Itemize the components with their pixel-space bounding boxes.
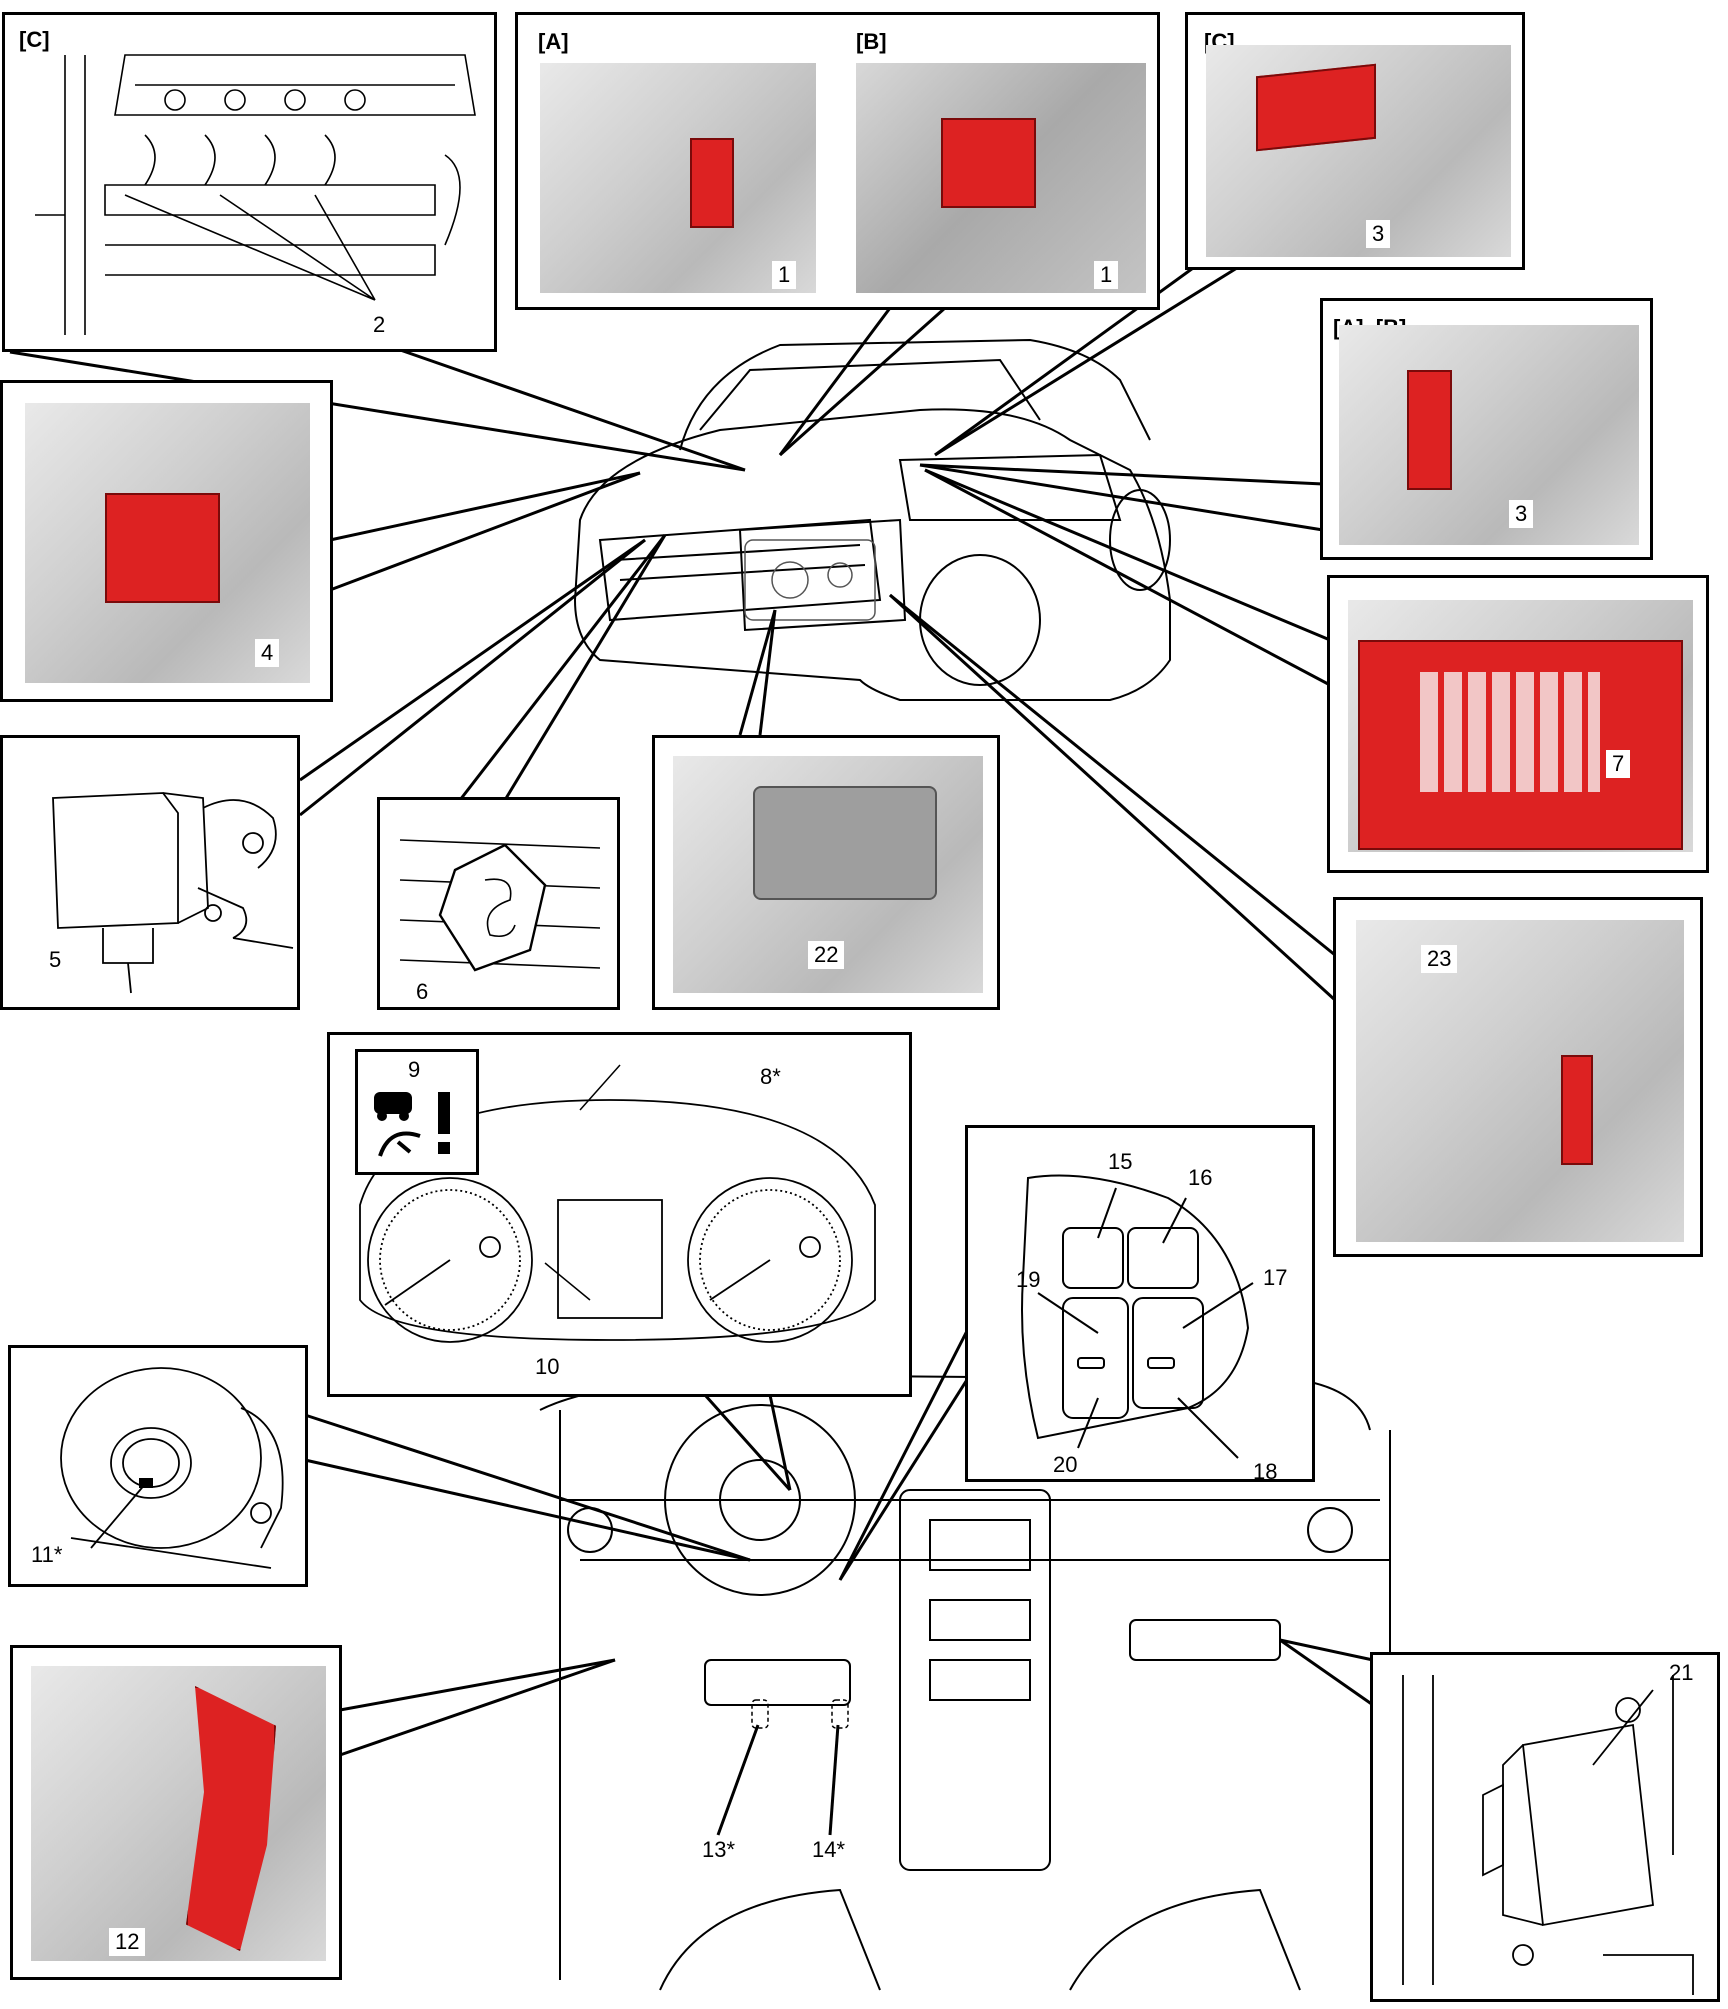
callout-1-a: 1: [772, 261, 797, 289]
photo-a: 1: [540, 63, 816, 293]
warning-lamp-inset: 9: [355, 1049, 479, 1175]
panel-hydraulic-unit-4: 4: [0, 380, 333, 702]
module-3-highlight-ab: [1407, 370, 1452, 490]
leader-lines: [9, 261, 1374, 1836]
panel-clock-spring-11: 11*: [8, 1345, 308, 1587]
panel-module-23: 23: [1333, 897, 1703, 1257]
photo-22: 22: [673, 756, 983, 993]
photo-b: 1: [856, 63, 1146, 293]
panel-meter-cluster: 9 8* 10: [327, 1032, 912, 1397]
module-12-highlight: [186, 1686, 276, 1951]
ecm-body: [753, 786, 937, 900]
panel-emblem-6: 6: [377, 797, 620, 1010]
panel-module-12: 12: [10, 1645, 342, 1980]
pedal-switches: [751, 1699, 849, 1729]
callout-3-ab: 3: [1509, 500, 1534, 528]
switch-line-art: [1021, 1174, 1254, 1459]
callout-16: 16: [1188, 1165, 1213, 1190]
meter-line-art: [359, 1064, 876, 1343]
callout-4: 4: [255, 639, 280, 667]
callout-22: 22: [808, 941, 845, 969]
panel-injectors: [C] 2: [2, 12, 497, 352]
emblem-line-art: [399, 839, 601, 972]
vehicle-exterior-outline: [573, 338, 1171, 701]
panel-module-21: 21: [1370, 1652, 1720, 2002]
callout-6: 6: [416, 979, 429, 1004]
panel-sensor-1: [A] [B] 1 1: [515, 12, 1160, 310]
callout-5: 5: [49, 947, 62, 972]
vehicle-stability-warning-icon: [374, 1092, 450, 1157]
photo-12: 12: [31, 1666, 326, 1961]
steering-wheel-line-art: [60, 1367, 284, 1569]
callout-23: 23: [1421, 945, 1458, 973]
callout-14: 14*: [812, 1837, 846, 1862]
hydraulic-unit-highlight: [105, 493, 220, 603]
panel-fuse-7: 7: [1327, 575, 1709, 873]
panel-actuator-5: 5: [0, 735, 300, 1010]
callout-10: 10: [535, 1354, 560, 1379]
callout-7: 7: [1606, 750, 1631, 778]
module-21-line-art: [1402, 1675, 1694, 1995]
panel-tag-c: [C]: [19, 27, 50, 52]
panel-steering-switches: 15 16 19 17 18 20: [965, 1125, 1315, 1482]
callout-2: 2: [373, 312, 386, 337]
actuator-line-art: [52, 792, 294, 994]
panel-tag-b: [B]: [856, 29, 887, 54]
engine-sketch: [744, 539, 876, 621]
fuse-box-highlight: [1358, 640, 1683, 850]
callout-15: 15: [1108, 1149, 1133, 1174]
callout-12: 12: [109, 1928, 146, 1956]
panel-ecm-22: 22: [652, 735, 1000, 1010]
callout-20: 20: [1053, 1452, 1078, 1477]
callout-8: 8*: [760, 1064, 781, 1089]
module-23-highlight: [1561, 1055, 1593, 1165]
photo-ab-right: 3: [1339, 325, 1639, 545]
callout-18: 18: [1253, 1459, 1278, 1482]
callout-19: 19: [1016, 1267, 1041, 1292]
callout-11: 11*: [31, 1542, 63, 1567]
photo-23: 23: [1356, 920, 1684, 1242]
callout-21: 21: [1669, 1660, 1694, 1685]
panel-module-3-c: [C] 3: [1185, 12, 1525, 270]
callout-9: 9: [408, 1057, 421, 1082]
sensor-1-highlight-a: [690, 138, 734, 228]
photo-4: 4: [25, 403, 310, 683]
callout-17: 17: [1263, 1265, 1288, 1290]
injector-line-art: [35, 54, 476, 335]
sensor-1-highlight-b: [941, 118, 1036, 208]
panel-tag-a: [A]: [538, 29, 569, 54]
photo-7: 7: [1348, 600, 1693, 852]
module-3-highlight-c: [1256, 63, 1376, 152]
callout-1-b: 1: [1094, 261, 1119, 289]
callout-13: 13*: [702, 1837, 736, 1862]
photo-c-right: 3: [1206, 45, 1511, 257]
panel-module-3-ab: [A], [B] 3: [1320, 298, 1653, 560]
callout-3-c: 3: [1366, 220, 1391, 248]
